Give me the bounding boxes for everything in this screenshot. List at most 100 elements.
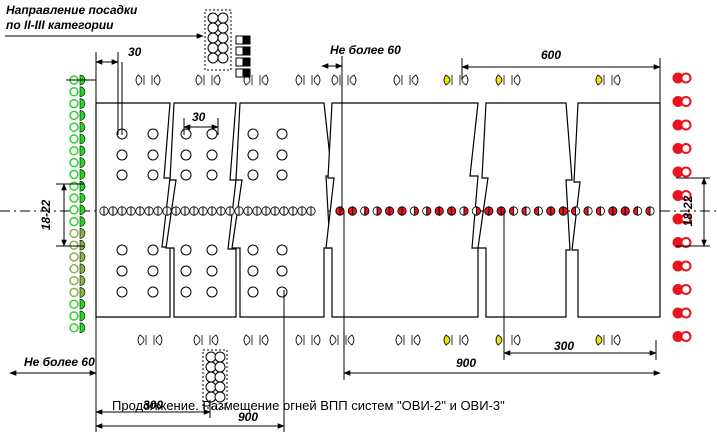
- tdz-light-icon: [206, 265, 218, 277]
- threshold-light-icon: [69, 251, 86, 263]
- tdz-light-icon: [180, 265, 192, 277]
- spacing-300-bottom-label: 300: [143, 398, 164, 412]
- tdz-light-icon: [147, 149, 159, 161]
- threshold-light-icon: [69, 110, 86, 121]
- edge-light-icon: [295, 74, 321, 86]
- centerline-light-icon: [335, 206, 345, 216]
- runway-end-light-icon: [672, 331, 692, 342]
- approach-direction-label-line2: по II-III категории: [6, 18, 114, 32]
- spacing-30-inner-label: 30: [192, 110, 206, 124]
- centerline-light-icon: [397, 206, 407, 216]
- centerline-light-icon: [180, 206, 190, 216]
- threshold-lights-left: [69, 74, 86, 334]
- centerline-light-icon: [509, 206, 519, 216]
- centerline-light-icon: [558, 206, 568, 216]
- edge-light-icon: [393, 74, 419, 86]
- tdz-light-icon: [247, 265, 259, 277]
- threshold-light-icon: [69, 169, 86, 180]
- centerline-light-icon: [422, 206, 432, 216]
- centerline-light-icon: [252, 206, 262, 216]
- centerline-light-icon: [471, 206, 481, 216]
- centerline-lights: [99, 206, 655, 216]
- runway-end-light-icon: [672, 260, 692, 272]
- centerline-light-icon: [279, 206, 289, 216]
- papi-unit-bottom: [202, 349, 228, 409]
- centerline-light-icon: [288, 206, 298, 216]
- threshold-light-icon: [69, 157, 86, 168]
- runway-end-light-icon: [672, 284, 692, 295]
- centerline-light-icon: [533, 206, 543, 216]
- tdz-light-icon: [276, 169, 288, 181]
- threshold-light-icon: [69, 180, 86, 192]
- tdz-light-icon: [147, 128, 159, 140]
- centerline-light-icon: [171, 206, 181, 216]
- tdz-light-icon: [247, 128, 259, 140]
- spacing-300-right-label: 300: [554, 339, 575, 353]
- tdz-light-icon: [247, 149, 259, 161]
- tdz-light-icon: [147, 169, 159, 181]
- threshold-light-icon: [69, 192, 86, 204]
- centerline-light-icon: [270, 206, 280, 216]
- edge-light-icon: [443, 334, 469, 346]
- centerline-light-icon: [546, 206, 556, 216]
- tdz-light-icon: [116, 244, 128, 256]
- centerline-light-icon: [216, 206, 226, 216]
- threshold-light-icon: [69, 216, 86, 227]
- edge-light-icon: [443, 74, 469, 86]
- tdz-light-icon: [276, 244, 288, 256]
- centerline-light-icon: [434, 206, 444, 216]
- centerline-light-icon: [189, 206, 199, 216]
- centerline-light-icon: [198, 206, 208, 216]
- touchdown-zone-lights: [116, 128, 288, 298]
- threshold-light-icon: [69, 86, 86, 98]
- centerline-light-icon: [521, 206, 531, 216]
- edge-light-icon: [395, 334, 421, 346]
- threshold-light-icon: [69, 310, 86, 322]
- tdz-light-icon: [180, 128, 192, 140]
- threshold-light-icon: [69, 239, 86, 251]
- centerline-light-icon: [595, 206, 605, 216]
- edge-light-icon: [331, 74, 357, 86]
- centerline-light-icon: [360, 206, 370, 216]
- threshold-light-icon: [69, 322, 86, 334]
- centerline-light-icon: [99, 206, 109, 216]
- centerline-light-icon: [225, 206, 235, 216]
- tdz-light-icon: [147, 286, 159, 298]
- tdz-light-icon: [180, 244, 192, 256]
- edge-light-icon: [595, 334, 621, 346]
- runway-end-light-icon: [672, 72, 692, 84]
- width-18-22-right-label: 18-22: [681, 195, 695, 227]
- centerline-light-icon: [583, 206, 593, 216]
- centerline-light-icon: [108, 206, 118, 216]
- centerline-light-icon: [372, 206, 382, 216]
- not-more-60-top-label: Не более 60: [330, 43, 401, 57]
- threshold-light-icon: [69, 275, 86, 286]
- tdz-light-icon: [276, 286, 288, 298]
- tdz-light-icon: [206, 149, 218, 161]
- tdz-light-icon: [116, 169, 128, 181]
- edge-light-icon: [495, 74, 521, 86]
- runway-end-light-icon: [672, 190, 692, 201]
- centerline-light-icon: [162, 206, 172, 216]
- threshold-light-icon: [69, 98, 86, 109]
- tdz-light-icon: [147, 244, 159, 256]
- centerline-light-icon: [144, 206, 154, 216]
- runway-end-light-icon: [672, 119, 692, 131]
- threshold-light-icon: [69, 133, 86, 145]
- threshold-light-icon: [69, 287, 86, 298]
- tdz-light-icon: [276, 128, 288, 140]
- centerline-light-icon: [297, 206, 307, 216]
- tdz-light-icon: [247, 244, 259, 256]
- edge-light-icon: [329, 334, 355, 346]
- centerline-light-icon: [409, 206, 419, 216]
- not-more-60-bottom-label: Не более 60: [24, 355, 95, 369]
- approach-direction-label-line1: Направление посадки: [6, 3, 138, 17]
- threshold-light-icon: [69, 298, 86, 310]
- tdz-light-icon: [116, 286, 128, 298]
- centerline-light-icon: [234, 206, 244, 216]
- centerline-light-icon: [117, 206, 127, 216]
- tdz-light-icon: [180, 149, 192, 161]
- spacing-600-label: 600: [541, 48, 562, 62]
- tdz-light-icon: [206, 244, 218, 256]
